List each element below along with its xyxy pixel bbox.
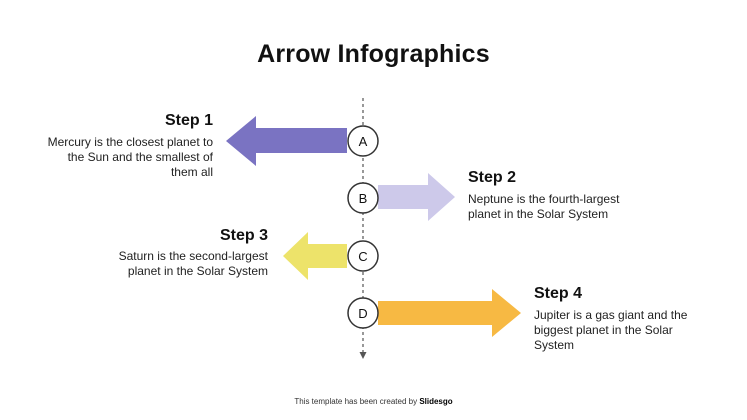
footer-text: This template has been created by — [294, 397, 420, 406]
step-1-description: Mercury is the closest planet to the Sun… — [47, 135, 213, 179]
step-3-description: Saturn is the second-largest planet in t… — [118, 249, 268, 278]
marker-a: A — [347, 125, 379, 157]
marker-d-label: D — [358, 306, 367, 321]
marker-b: B — [347, 182, 379, 214]
page-title: Arrow Infographics — [257, 40, 490, 68]
footer-credit: This template has been created by Slides… — [0, 397, 747, 406]
step-3-title: Step 3 — [219, 227, 268, 244]
marker-d: D — [347, 297, 379, 329]
arrow-step-4 — [378, 289, 521, 337]
marker-c: C — [347, 240, 379, 272]
footer-brand[interactable]: Slidesgo — [419, 397, 453, 406]
marker-a-label: A — [359, 134, 368, 149]
arrow-step-2 — [378, 173, 455, 221]
step-2-title: Step 2 — [468, 169, 517, 186]
marker-b-label: B — [359, 191, 368, 206]
step-1-title: Step 1 — [164, 112, 213, 129]
timeline-arrowhead — [359, 352, 367, 359]
step-4-title: Step 4 — [534, 285, 583, 302]
step-4-description: Jupiter is a gas giant and the biggest p… — [534, 308, 688, 352]
arrow-step-1 — [226, 116, 347, 166]
arrow-step-3 — [283, 232, 347, 280]
marker-c-label: C — [358, 249, 367, 264]
step-2-description: Neptune is the fourth-largest planet in … — [468, 192, 620, 221]
